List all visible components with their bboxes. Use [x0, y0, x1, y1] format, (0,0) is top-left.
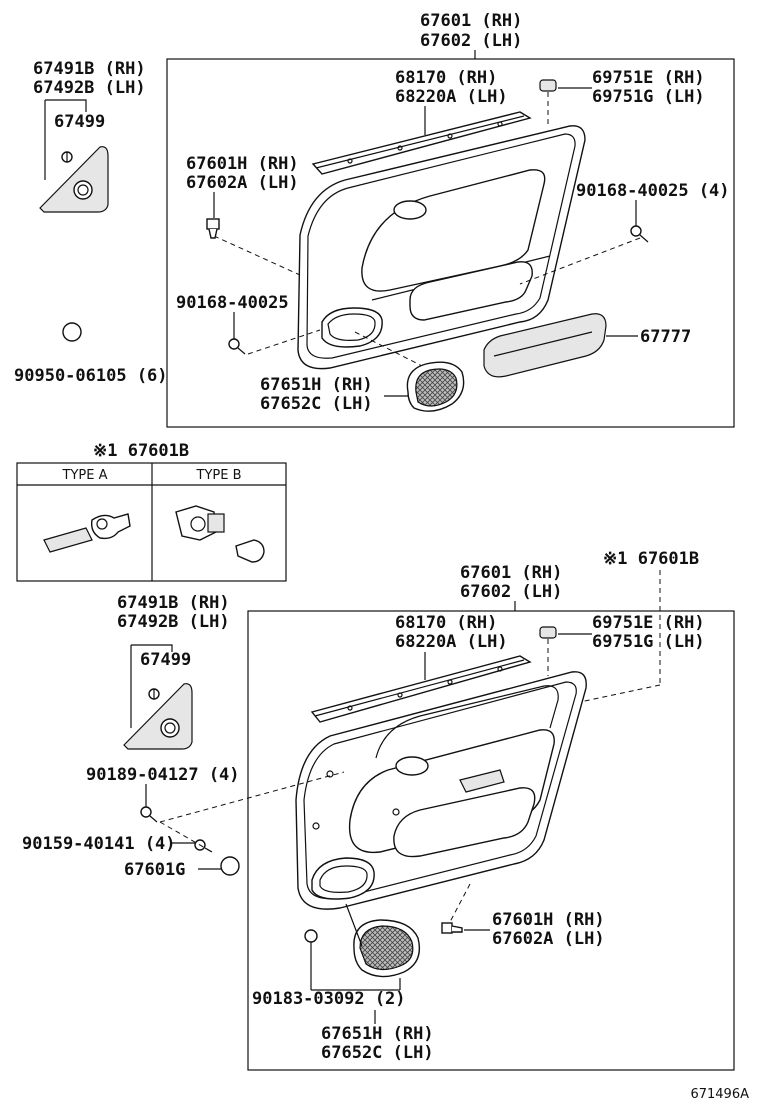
bottom-door-trim-panel [295, 671, 587, 910]
bottom-pull-handle-part [353, 919, 421, 978]
bottom-pull-handle-label-rh: 67651H (RH) [321, 1024, 434, 1044]
top-clip-left-label-rh: 67601H (RH) [186, 154, 299, 174]
bottom-corner-cover-label-lh: 67492B (LH) [117, 612, 230, 632]
bottom-corner-screw-part [148, 688, 160, 700]
top-corner-screw-part [61, 151, 73, 163]
bottom-plug-label: 67601G [124, 860, 185, 880]
top-weatherstrip-part [311, 111, 532, 175]
bottom-clip-cap-part [539, 626, 557, 639]
top-weatherstrip-label-lh: 68220A (LH) [395, 87, 508, 107]
bottom-screw-b-label: 90159-40141 (4) [22, 834, 176, 854]
top-plug-label: 90950-06105 (6) [14, 366, 168, 386]
bottom-clip-cap-label-rh: 69751E (RH) [592, 613, 705, 633]
bottom-assembly-label-rh: 67601 (RH) [460, 563, 562, 583]
inset-type-a-header: TYPE A [62, 468, 108, 483]
top-screw-lower-label: 90168-40025 [176, 293, 289, 313]
inset-type-b-header: TYPE B [196, 468, 242, 483]
top-plug-part [62, 322, 82, 342]
bottom-plug-part [220, 856, 240, 876]
top-corner-cover-label-rh: 67491B (RH) [33, 59, 146, 79]
bottom-note-ref: ※1 67601B [603, 549, 699, 569]
bottom-corner-cover-part [123, 683, 193, 750]
bottom-weatherstrip-part [310, 655, 532, 723]
top-corner-cover-part [39, 146, 109, 213]
top-screw-right-label: 90168-40025 (4) [576, 181, 730, 201]
bottom-weatherstrip-label-rh: 68170 (RH) [395, 613, 497, 633]
top-door-trim-panel [297, 125, 586, 370]
top-assembly-label-lh: 67602 (LH) [420, 31, 522, 51]
bottom-weatherstrip-label-lh: 68220A (LH) [395, 632, 508, 652]
top-section: 67601 (RH) 67602 (LH) 67491B (RH) 67492B… [14, 11, 735, 428]
top-corner-screw-label: 67499 [54, 112, 105, 132]
top-assembly-label-rh: 67601 (RH) [420, 11, 522, 31]
top-pull-handle-label-rh: 67651H (RH) [260, 375, 373, 395]
diagram-id: 671496A [690, 1087, 749, 1102]
inset-type-b-clip [175, 505, 265, 563]
bottom-assembly-box [247, 610, 735, 1071]
top-clip-left-label-lh: 67602A (LH) [186, 173, 299, 193]
top-screw-lower-part [228, 338, 246, 355]
top-screw-right-part [630, 225, 649, 243]
bottom-screw-c-part [304, 929, 318, 943]
top-clip-cap-part [539, 79, 557, 92]
top-armrest-pad-part [483, 313, 607, 378]
bottom-clip-right-part [441, 922, 463, 934]
inset-type-a-clip [43, 513, 131, 553]
inset-title: ※1 67601B [93, 441, 189, 461]
top-clip-cap-label-rh: 69751E (RH) [592, 68, 705, 88]
top-clip-left-part [206, 218, 220, 239]
top-pull-handle-part [406, 361, 465, 412]
bottom-clip-right-label-rh: 67601H (RH) [492, 910, 605, 930]
bottom-screw-a-label: 90189-04127 (4) [86, 765, 240, 785]
bottom-screw-a-part [140, 806, 158, 823]
bottom-pull-handle-label-lh: 67652C (LH) [321, 1043, 434, 1063]
clip-type-inset: ※1 67601B TYPE A TYPE B [16, 441, 287, 582]
bottom-corner-screw-label: 67499 [140, 650, 191, 670]
bottom-section: 67601 (RH) 67602 (LH) ※1 67601B 68170 (R… [22, 549, 735, 1071]
bottom-assembly-label-lh: 67602 (LH) [460, 582, 562, 602]
top-assembly-box [166, 58, 735, 428]
top-corner-cover-label-lh: 67492B (LH) [33, 78, 146, 98]
top-pull-handle-label-lh: 67652C (LH) [260, 394, 373, 414]
top-weatherstrip-label-rh: 68170 (RH) [395, 68, 497, 88]
bottom-clip-right-label-lh: 67602A (LH) [492, 929, 605, 949]
bottom-corner-cover-label-rh: 67491B (RH) [117, 593, 230, 613]
top-clip-cap-label-lh: 69751G (LH) [592, 87, 705, 107]
top-armrest-pad-label: 67777 [640, 327, 691, 347]
bottom-clip-cap-label-lh: 69751G (LH) [592, 632, 705, 652]
bottom-screw-c-label: 90183-03092 (2) [252, 989, 406, 1009]
